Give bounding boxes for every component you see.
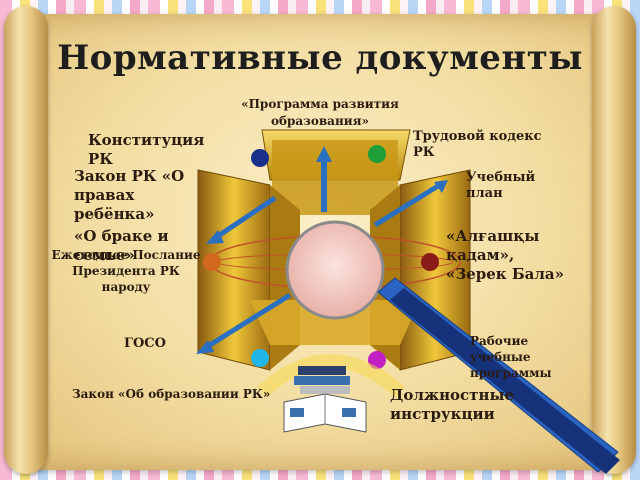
arrow-up-left	[206, 195, 277, 244]
label-job-instructions: Должностные инструкции	[390, 386, 515, 423]
dot-navy	[251, 149, 269, 167]
label-goso: ГОСО	[124, 336, 166, 351]
label-alghashky: «Алғашқы қадам», «Зерек Бала»	[446, 227, 565, 283]
books-illustration	[257, 354, 405, 433]
label-labor-code: Трудовой кодекс РК	[413, 129, 542, 160]
page-title: Нормативные документы	[57, 38, 583, 78]
scroll-roll-right	[592, 6, 636, 474]
arrow-up-right	[373, 180, 448, 228]
label-working-programs: Рабочие учебные программы	[470, 334, 552, 380]
scroll-roll-left	[4, 6, 48, 474]
arrow-up	[316, 146, 332, 212]
label-education-law: Закон «Об образовании РК»	[72, 387, 271, 401]
label-marriage: «О браке и семье»	[74, 227, 169, 264]
label-program: «Программа развития образования»	[241, 97, 399, 128]
label-presidential-message: Ежегодное Послание Президента РК народу	[51, 248, 201, 294]
large-pointer-arrow	[377, 277, 620, 474]
label-curriculum: Учебный план	[466, 170, 536, 201]
dot-green	[368, 145, 386, 163]
dot-maroon	[421, 253, 439, 271]
label-child-rights: Закон РК «О правах ребёнка»	[74, 167, 185, 223]
hex-back-face	[272, 140, 398, 215]
arrow-down-left	[196, 292, 292, 354]
label-constitution: Конституция РК	[88, 131, 205, 168]
dot-orange	[203, 253, 221, 271]
dot-cyan	[251, 349, 269, 367]
center-circle	[285, 220, 385, 320]
hex-bottom-face	[250, 300, 420, 345]
